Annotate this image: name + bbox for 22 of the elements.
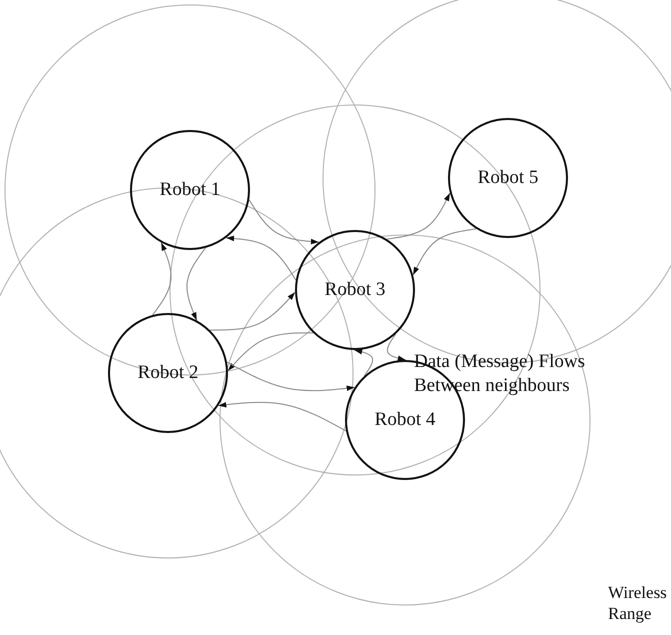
- robot-label: Robot 1: [160, 178, 220, 202]
- arrow: [412, 228, 477, 276]
- arrow: [226, 362, 356, 392]
- arrow: [227, 332, 314, 372]
- arrow: [386, 334, 406, 361]
- robot-label: Robot 5: [478, 166, 538, 190]
- arrow: [152, 242, 172, 316]
- robot-circle: [448, 118, 568, 238]
- robot-circle: [130, 130, 250, 250]
- robot-circle: [108, 313, 228, 433]
- robot-label: Robot 3: [324, 278, 386, 302]
- arrow: [248, 199, 320, 244]
- arrow: [218, 402, 347, 432]
- arrow: [226, 236, 296, 281]
- annotation-text: Wireless Range: [608, 582, 668, 624]
- robot-circle: [295, 230, 415, 350]
- arrow: [354, 349, 374, 376]
- robot-label: Robot 2: [138, 361, 198, 385]
- arrow: [209, 292, 296, 331]
- arrow: [186, 247, 206, 321]
- arrow: [386, 192, 450, 240]
- robot-label: Robot 4: [374, 408, 436, 432]
